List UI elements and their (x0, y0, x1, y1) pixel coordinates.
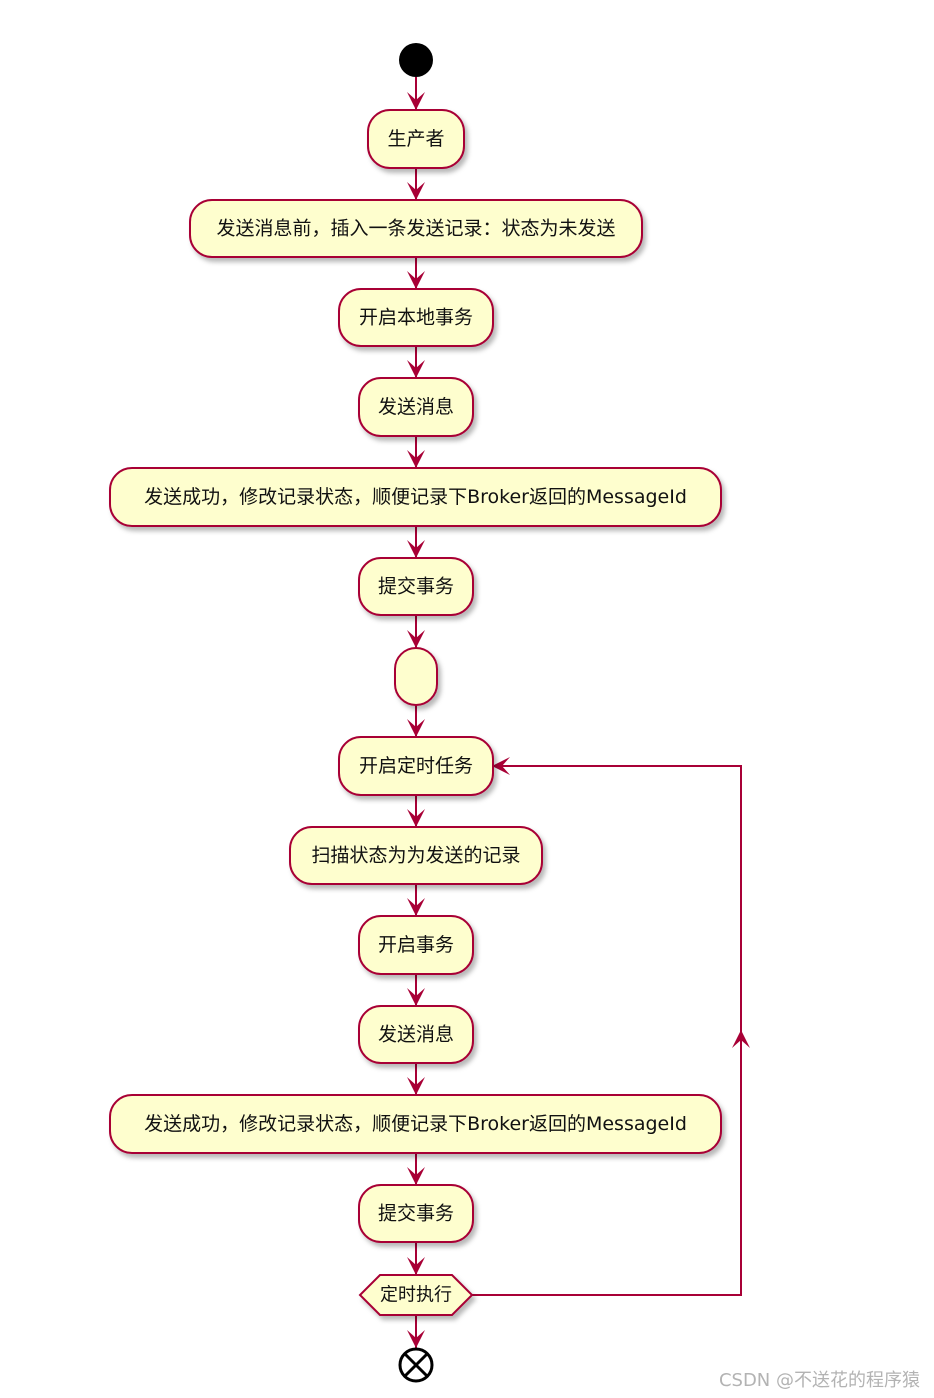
activity-box (338, 736, 494, 796)
arrowhead (407, 92, 425, 110)
loop-up-arrowhead (732, 1030, 750, 1048)
arrowhead (407, 809, 425, 827)
activity-label: 发送成功，修改记录状态，顺便记录下Broker返回的MessageId (144, 486, 687, 508)
activity-box (358, 1184, 474, 1243)
activity-box (358, 377, 474, 437)
arrowheads (407, 92, 750, 1348)
arrowhead (407, 1077, 425, 1095)
activity-label: 发送成功，修改记录状态，顺便记录下Broker返回的MessageId (144, 1113, 687, 1135)
activity-label: 扫描状态为为发送的记录 (311, 845, 520, 867)
activity-node: 发送消息前，插入一条发送记录：状态为未发送 (189, 199, 643, 258)
arrowhead (407, 182, 425, 200)
activity-label: 提交事务 (378, 1203, 454, 1225)
activity-node: 发送消息 (358, 377, 474, 437)
activity-node: 提交事务 (358, 1184, 474, 1243)
arrowhead (407, 450, 425, 468)
activity-node: 开启本地事务 (338, 288, 494, 347)
arrowhead (407, 898, 425, 916)
activity-box (394, 647, 438, 706)
activity-label: 提交事务 (378, 576, 454, 598)
activity-label: 发送消息 (378, 396, 454, 418)
arrowhead (407, 271, 425, 289)
arrowhead (407, 988, 425, 1006)
activity-label: 发送消息前，插入一条发送记录：状态为未发送 (216, 218, 615, 240)
activity-box (289, 826, 543, 885)
activity-node: 开启事务 (358, 915, 474, 975)
condition-hexagon (358, 1274, 474, 1316)
activity-box (109, 467, 722, 527)
activity-box (367, 109, 465, 169)
activity-box (358, 1005, 474, 1064)
activity-node: 发送成功，修改记录状态，顺便记录下Broker返回的MessageId (109, 467, 722, 527)
arrowhead (407, 540, 425, 558)
activity-box (109, 1094, 722, 1154)
activity-box (358, 915, 474, 975)
activity-node: 发送消息 (358, 1005, 474, 1064)
activity-node: 发送成功，修改记录状态，顺便记录下Broker返回的MessageId (109, 1094, 722, 1154)
activity-box (189, 199, 643, 258)
activity-node: 提交事务 (358, 557, 474, 616)
arrowhead (407, 719, 425, 737)
activity-node: 生产者 (367, 109, 465, 169)
arrowhead (407, 1330, 425, 1348)
activity-label: 开启定时任务 (359, 755, 473, 777)
watermark: CSDN @不送花的程序猿 (718, 1370, 920, 1391)
activity-node: 开启定时任务 (338, 736, 494, 796)
activity-node: 扫描状态为为发送的记录 (289, 826, 543, 885)
activity-label: 开启本地事务 (359, 307, 473, 329)
arrowhead (407, 1167, 425, 1185)
start-node (399, 43, 433, 77)
arrowhead (407, 360, 425, 378)
activity-box (338, 288, 494, 347)
activity-node (394, 647, 438, 706)
activity-box (358, 557, 474, 616)
connectors (415, 77, 742, 1348)
activity-nodes: 生产者发送消息前，插入一条发送记录：状态为未发送开启本地事务发送消息发送成功，修… (109, 109, 722, 1243)
loop-condition: 定时执行 (358, 1274, 474, 1316)
end-node (398, 1347, 434, 1383)
arrowhead (407, 630, 425, 648)
loop-left-arrowhead (492, 757, 510, 775)
activity-label: 生产者 (387, 128, 444, 150)
condition-label: 定时执行 (380, 1285, 452, 1306)
activity-label: 开启事务 (378, 934, 454, 956)
arrowhead (407, 1257, 425, 1275)
activity-label: 发送消息 (378, 1024, 454, 1046)
